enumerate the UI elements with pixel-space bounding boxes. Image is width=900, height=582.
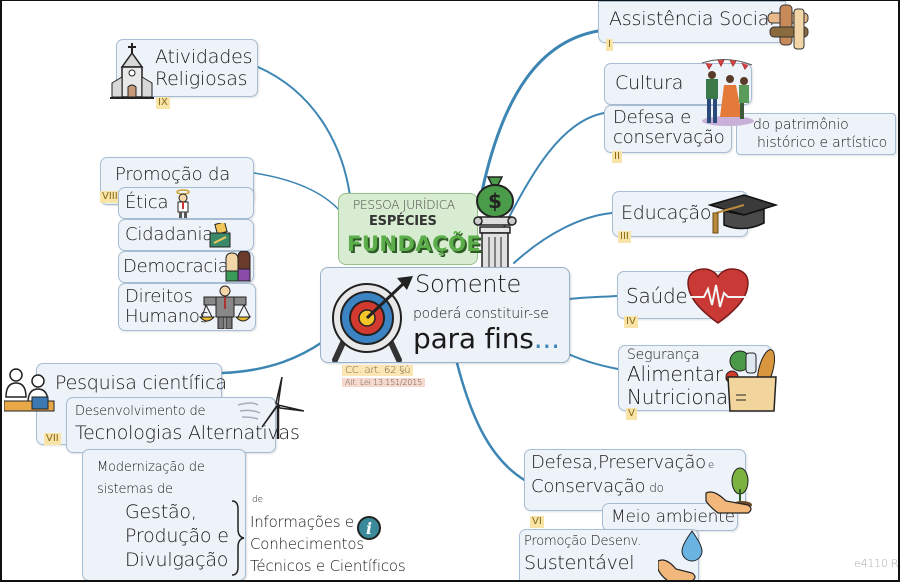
label-informacoes: Informações e: [250, 513, 354, 531]
label-pesquisa-cientifica: Pesquisa científica: [55, 372, 227, 394]
label-alimentar: Alimentare: [627, 362, 731, 386]
wind-turbine-icon: [238, 376, 305, 439]
label-etica: Ética: [125, 192, 169, 213]
curly-brace: [231, 500, 245, 576]
info-icon: i: [357, 516, 381, 540]
reference-lei: Alt. Lei 13.151/2015: [342, 378, 425, 387]
link-seguranca: [561, 350, 619, 370]
node-cultura: Cultura: [604, 63, 752, 105]
label-tecnicos-cientificos: Técnicos e Científicos: [250, 557, 406, 575]
reference-cc: CC. art. 62 §ú: [342, 365, 414, 376]
node-assistencia-social: Assistência Social: [598, 1, 786, 43]
numeral-iii: III: [618, 231, 631, 243]
numeral-iv: IV: [624, 316, 638, 328]
label-modernizacao-de: Modernização de: [97, 460, 205, 475]
label-producao: Produção e: [125, 525, 229, 547]
church-icon: [110, 43, 154, 99]
label-democracia: Democracia: [123, 256, 229, 277]
graduation-cap-icon: [708, 194, 778, 234]
numeral-i: I: [606, 39, 613, 51]
water-drop-hand-icon: [658, 530, 703, 580]
label-divulgacao: Divulgação: [125, 549, 229, 571]
center-node: Somente poderá constituir-se para fins..…: [320, 267, 570, 363]
label-conservacao: conservação: [613, 127, 725, 148]
numeral-viii: VIII: [100, 191, 120, 203]
scientists-icon: [4, 368, 55, 412]
label-gestao: Gestão,: [125, 501, 197, 523]
label-cultura: Cultura: [615, 72, 684, 94]
hands-together-icon: [767, 4, 809, 50]
label-defesa-e: Defesa e: [613, 107, 691, 128]
grocery-bag-icon: [725, 349, 777, 412]
label-sistemas-de: sistemas de: [97, 482, 173, 497]
numeral-vii: VII: [44, 433, 61, 445]
label-religiosas: Religiosas: [155, 68, 248, 90]
link-assistencia: [478, 29, 600, 203]
numeral-v: V: [626, 408, 637, 420]
label-conservacao-text: Conservação: [531, 476, 646, 497]
link-pesquisa: [220, 339, 326, 375]
label-historico-artistico: histórico e artístico: [757, 135, 887, 151]
link-educacao: [513, 212, 613, 264]
center-line-1: Somente: [415, 270, 522, 298]
watermark: e4110 R1: [854, 557, 899, 570]
raised-hands-icon: [225, 251, 251, 282]
festival-dancers-icon: [701, 59, 754, 126]
title-box: PESSOA JURÍDICA ESPÉCIES FUNDAÇÕES: [338, 193, 496, 265]
link-etica: [253, 172, 341, 212]
node-cidadania: Cidadania: [118, 219, 254, 251]
label-de: de: [252, 495, 263, 505]
label-atividades: Atividades: [155, 46, 253, 68]
label-nutricional: Nutricional: [627, 385, 734, 409]
label-promocao-da: Promoção da: [115, 164, 231, 185]
link-meio-ambiente: [455, 361, 528, 483]
label-promocao-desenv: Promoção Desenv.: [524, 534, 642, 549]
heart-pulse-icon: [686, 268, 749, 324]
angel-person-icon: [176, 189, 190, 218]
label-conj-e: e: [707, 460, 714, 471]
plant-in-hand-icon: [705, 467, 752, 514]
label-conj-do: do: [649, 481, 664, 495]
label-seguranca: Segurança: [627, 347, 700, 363]
numeral-ix: IX: [156, 97, 170, 109]
center-line-2: poderá constituir-se: [413, 306, 549, 322]
label-desenvolvimento-de: Desenvolvimento de: [75, 404, 206, 419]
label-sustentavel: Sustentável: [524, 552, 635, 574]
title-line-3: FUNDAÇÕES: [347, 232, 497, 256]
title-line-2: ESPÉCIES: [369, 214, 437, 229]
label-assistencia-social: Assistência Social: [609, 8, 775, 30]
link-saude: [569, 295, 618, 300]
link-religiosas: [257, 66, 351, 197]
link-cultura: [501, 112, 605, 232]
label-tecnologias-alternativas: Tecnologias Alternativas: [75, 422, 300, 444]
label-do-patrimonio: do patrimônio: [753, 117, 849, 133]
center-line-3-text: para fins: [413, 322, 534, 355]
label-saude: Saúde: [626, 284, 688, 308]
svg-text:$: $: [488, 189, 502, 213]
justice-scale-icon: [198, 285, 252, 329]
label-direitos: Direitos: [125, 286, 193, 307]
label-defesa-preservacao-text: Defesa,Preservação: [531, 452, 706, 473]
label-educacao: Educação: [621, 202, 712, 224]
node-patrimonio: do patrimônio histórico e artístico: [736, 113, 896, 155]
money-pillar-icon: $: [473, 176, 517, 269]
center-ellipsis: ...: [533, 322, 560, 355]
label-humanos: Humanos: [125, 306, 209, 327]
label-conhecimentos: Conhecimentos: [250, 535, 364, 553]
svg-text:i: i: [366, 519, 372, 538]
target-arrow-icon: [332, 276, 413, 362]
node-modernizacao: Modernização de sistemas de Gestão, Prod…: [82, 449, 246, 580]
label-meio-ambiente: Meio ambiente: [611, 507, 735, 527]
label-cidadania: Cidadania: [125, 224, 214, 245]
ballot-box-icon: [209, 223, 231, 248]
node-atividades-religiosas: Atividades Religiosas: [116, 39, 258, 97]
label-alimentar-text: Alimentar: [627, 362, 723, 386]
title-line-1: PESSOA JURÍDICA: [353, 198, 455, 212]
numeral-vi: VI: [530, 516, 544, 528]
center-line-3: para fins...: [413, 322, 560, 355]
numeral-ii: II: [612, 151, 622, 163]
